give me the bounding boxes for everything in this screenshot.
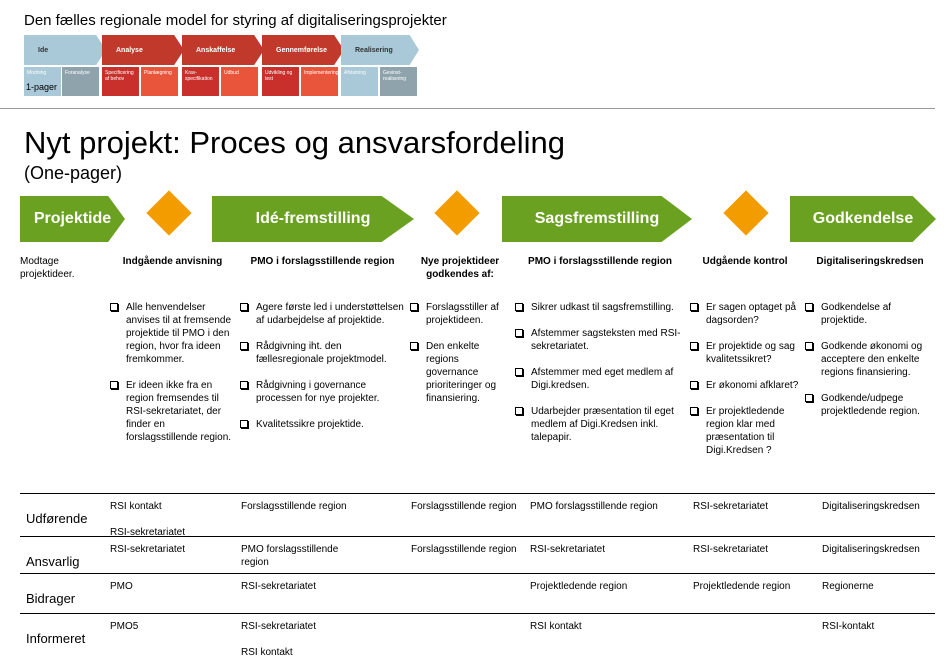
column-heading: Indgående anvisning — [122, 256, 223, 267]
subphase-5: Udbud — [221, 67, 258, 96]
role-cell: Digitaliseringskredsen — [822, 544, 920, 555]
checklist-item: Den enkelte regions governance prioriter… — [410, 340, 510, 405]
checklist-item: Er økonomi afklaret? — [690, 379, 800, 392]
role-label: Informeret — [26, 631, 86, 646]
checklist-item: Godkende/udpege projektledende region. — [805, 392, 935, 418]
process-column: Nye projektideer godkendes af: Forslagsst… — [410, 255, 510, 418]
decision-diamond-icon — [434, 190, 480, 236]
subphase-7: Implementering — [301, 67, 338, 96]
role-cell: RSI-kontakt — [822, 621, 875, 632]
role-cell: RSI-sekretariatet — [110, 544, 186, 555]
phase-0: Ide — [24, 35, 106, 65]
checklist-item: Afstemmer sagsteksten med RSI-sekretaria… — [515, 327, 685, 353]
phase-2: Anskaffelse — [182, 35, 264, 65]
divider — [0, 108, 935, 109]
subphase-0: Modning — [24, 67, 61, 96]
subphase-1: Foranalyse — [62, 67, 99, 96]
subphase-4: Krav-specifikation — [182, 67, 219, 96]
column-heading: Digitaliseringskredsen — [816, 256, 924, 267]
row-divider — [20, 613, 935, 614]
checklist: Forslagsstiller af projektideen. Den enke… — [410, 301, 510, 405]
role-cell: Digitaliseringskredsen — [822, 501, 920, 512]
phase-4: Realisering — [341, 35, 419, 65]
checklist-item: Rådgivning i governance processen for ny… — [240, 379, 405, 405]
row-divider — [20, 536, 935, 537]
checklist-item: Agere første led i understøttelsen af ud… — [240, 301, 405, 327]
checklist-item: Godkende økonomi og acceptere den enkelt… — [805, 340, 935, 379]
column-text: Modtage projektideer. — [20, 256, 75, 280]
role-cell: RSI kontakt — [530, 621, 582, 632]
step-projektide: Projektide — [20, 196, 125, 242]
role-label: Bidrager — [26, 591, 76, 606]
role-cell: Forslagsstillende region — [241, 501, 347, 512]
role-cell: Regionerne — [822, 581, 874, 592]
role-cell: Forslagsstillende region — [411, 544, 517, 555]
step-godkendelse: Godkendelse — [790, 196, 936, 242]
one-pager-label: 1-pager — [26, 82, 58, 92]
role-label: Ansvarlig — [26, 554, 80, 569]
role-cell: PMO forslagsstillende region — [241, 544, 339, 568]
checklist: Sikrer udkast til sagsfremstilling. Afste… — [515, 301, 685, 444]
step-ide-fremstilling: Idé-fremstilling — [212, 196, 414, 242]
checklist-item: Afstemmer med eget medlem af Digi.kredse… — [515, 366, 685, 392]
checklist: Godkendelse af projektide. Godkende økono… — [805, 301, 935, 418]
decision-diamond-icon — [146, 190, 192, 236]
role-cell: Forslagsstillende region — [411, 501, 517, 512]
role-cell: RSI-sekretariatet RSI kontakt — [241, 621, 317, 658]
process-column: Modtage projektideer. — [20, 255, 108, 281]
page-subtitle: (One-pager) — [24, 163, 123, 183]
column-heading: PMO i forslagsstillende region — [250, 256, 395, 267]
column-heading: Nye projektideer godkendes af: — [420, 256, 500, 280]
column-heading: Udgående kontrol — [702, 256, 788, 267]
role-cell: RSI-sekretariatet — [241, 581, 317, 592]
step-sagsfremstilling: Sagsfremstilling — [502, 196, 692, 242]
role-label: Udførende — [26, 511, 88, 526]
row-divider — [20, 573, 935, 574]
checklist-item: Er projektledende region klar med præsen… — [690, 405, 800, 457]
role-cell: RSI-sekretariatet — [693, 544, 769, 555]
row-divider — [20, 493, 935, 494]
role-cell: Projektledende region — [693, 581, 791, 592]
role-cell: PMO forslagsstillende region — [530, 501, 658, 512]
checklist-item: Sikrer udkast til sagsfremstilling. — [515, 301, 685, 314]
checklist-item: Godkendelse af projektide. — [805, 301, 935, 327]
checklist-item: Udarbejder præsentation til eget medlem … — [515, 405, 685, 444]
checklist-item: Rådgivning iht. den fællesregionale proj… — [240, 340, 405, 366]
column-heading: PMO i forslagsstillende region — [528, 256, 672, 267]
model-title: Den fælles regionale model for styring a… — [24, 12, 447, 29]
role-cell: RSI kontakt RSI-sekretariatet — [110, 501, 186, 538]
checklist: Er sagen optaget på dagsorden? Er projekt… — [690, 301, 800, 457]
subphase-6: Udvikling og test — [262, 67, 299, 96]
role-cell: Projektledende region — [530, 581, 628, 592]
checklist-item: Er sagen optaget på dagsorden? — [690, 301, 800, 327]
role-cell: PMO — [110, 581, 133, 592]
decision-diamond-icon — [723, 190, 769, 236]
page-title: Nyt projekt: Proces og ansvarsfordeling — [24, 125, 566, 160]
role-cell: PMO5 — [110, 621, 139, 632]
role-cell: RSI-sekretariatet — [693, 501, 769, 512]
phase-1: Analyse — [102, 35, 184, 65]
role-cell: RSI-sekretariatet — [530, 544, 606, 555]
subphase-3: Planlægning — [141, 67, 178, 96]
process-column: Udgående kontrol Er sagen optaget på dags… — [690, 255, 800, 470]
phase-3: Gennemførelse — [262, 35, 344, 65]
checklist-item: Kvalitetssikre projektide. — [240, 418, 405, 431]
checklist: Agere første led i understøttelsen af ud… — [240, 301, 405, 431]
subphase-9: Gevinst-realisering — [380, 67, 417, 96]
checklist-item: Er ideen ikke fra en region fremsendes t… — [110, 379, 235, 444]
checklist-item: Forslagsstiller af projektideen. — [410, 301, 510, 327]
subphase-2: Specificering af behov — [102, 67, 139, 96]
checklist-item: Alle henvendelser anvises til at fremsen… — [110, 301, 235, 366]
checklist: Alle henvendelser anvises til at fremsen… — [110, 301, 235, 444]
subphase-8: Afslutning — [341, 67, 378, 96]
checklist-item: Er projektide og sag kvalitetssikret? — [690, 340, 800, 366]
